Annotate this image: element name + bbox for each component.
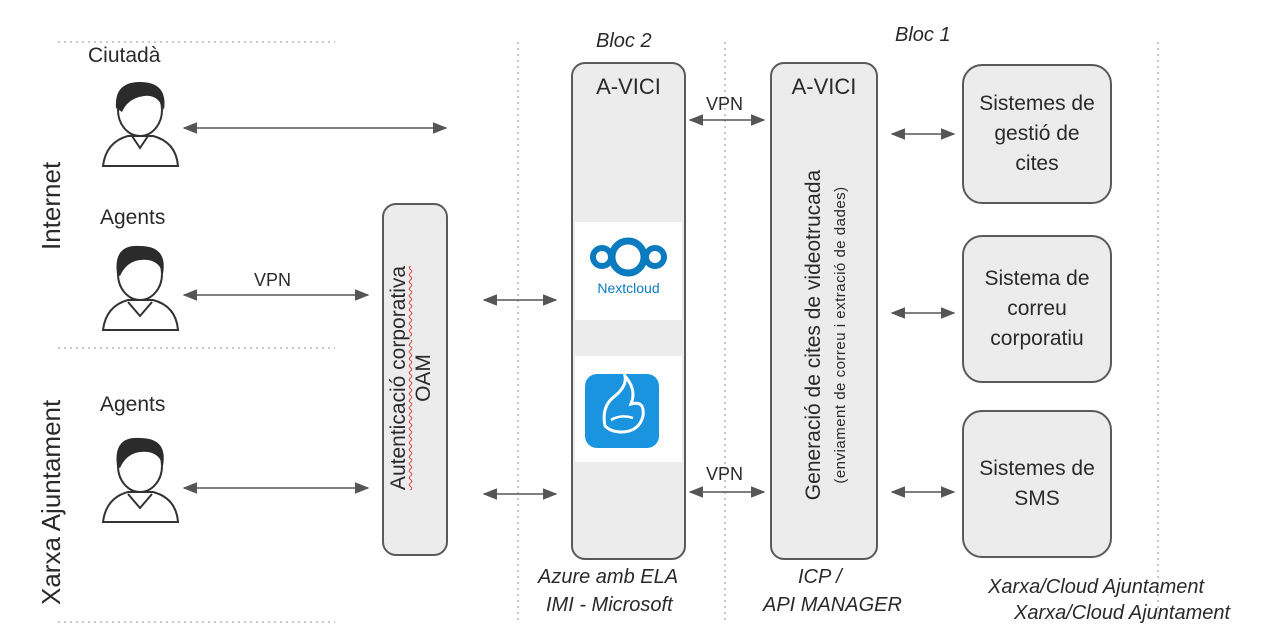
- jitsi-icon: [585, 370, 659, 448]
- jitsi-logo-area: [575, 356, 682, 462]
- sistemes-gestio-cites-label: Sistemes de gestió de cites: [979, 92, 1095, 175]
- ciutada-icon: [101, 82, 180, 167]
- sistemes-sms-box: Sistemes de SMS: [962, 410, 1112, 558]
- avici-bloc1-box: [770, 62, 878, 560]
- vpn-bottom-label: VPN: [706, 464, 744, 484]
- bloc1-label: Bloc 1: [895, 24, 951, 46]
- agents-xarxa-label: Agents: [100, 393, 166, 416]
- auth-oam-line1: Autenticació corporativa: [387, 228, 411, 528]
- cloud-footer-line2: Xarxa/Cloud Ajuntament: [1014, 602, 1231, 624]
- azure-footer-line2: IMI - Microsoft: [546, 594, 673, 616]
- avici-bloc1-title: A-VICI: [791, 74, 857, 99]
- icp-footer-line1: ICP /: [798, 566, 842, 588]
- sistemes-gestio-cites-box: Sistemes de gestió de cites: [962, 64, 1112, 204]
- agent-internet-icon: [101, 245, 180, 331]
- auth-oam-line2: OAM: [412, 354, 435, 402]
- vpn-agents-label: VPN: [254, 270, 292, 290]
- sistema-correu-label: Sistema de correu corporatiu: [984, 267, 1090, 350]
- zone-internet-label: Internet: [36, 161, 66, 250]
- avici-bloc1-line2: (enviament de correu i extració de dades…: [832, 186, 849, 484]
- azure-footer-line1: Azure amb ELA: [538, 566, 679, 588]
- auth-oam-text: Autenticació corporativa: [387, 265, 410, 491]
- sistema-correu-box: Sistema de correu corporatiu: [962, 235, 1112, 383]
- agent-xarxa-icon: [101, 437, 180, 523]
- nextcloud-label: Nextcloud: [597, 280, 660, 296]
- agents-internet-label: Agents: [100, 206, 166, 229]
- ciutada-label: Ciutadà: [88, 44, 161, 67]
- avici-bloc1-line1: Generació de cites de videotrucada: [802, 169, 825, 501]
- avici-bloc2-title: A-VICI: [596, 74, 661, 99]
- cloud-footer-line1: Xarxa/Cloud Ajuntament: [988, 576, 1205, 598]
- nextcloud-icon: [590, 237, 667, 277]
- auth-oam-box: [382, 203, 448, 556]
- nextcloud-logo-area: Nextcloud: [575, 222, 682, 320]
- vpn-top-label: VPN: [706, 94, 744, 114]
- sistemes-sms-label: Sistemes de SMS: [979, 457, 1095, 510]
- icp-footer-line2: API MANAGER: [763, 594, 902, 616]
- bloc2-label: Bloc 2: [596, 30, 652, 52]
- zone-xarxa-label: Xarxa Ajuntament: [36, 399, 66, 605]
